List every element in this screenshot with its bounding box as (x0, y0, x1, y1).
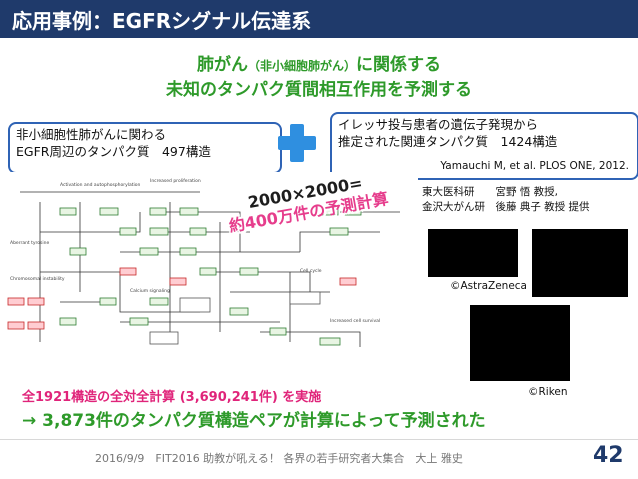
title-bar: 応用事例：EGFRシグナル伝達系 (0, 0, 638, 38)
right-info-box: イレッサ投与患者の遺伝子発現から 推定された関連タンパク質 1424構造 Yam… (330, 112, 638, 180)
reference: Yamauchi M, et al. PLOS ONE, 2012. (440, 160, 629, 172)
heading-line1-main: 肺がん (196, 55, 248, 75)
right-box-line2: 推定された関連タンパク質 1424構造 (338, 134, 558, 149)
page-number: 42 (593, 443, 624, 468)
slide-title: 応用事例：EGFRシグナル伝達系 (12, 9, 312, 33)
svg-text:Cell cycle: Cell cycle (300, 268, 322, 274)
caption-astrazeneca: ©AstraZeneca (450, 280, 527, 292)
heading-line1-end: に関係する (356, 55, 441, 75)
svg-text:Increased cell survival: Increased cell survival (330, 318, 380, 324)
footer-divider (0, 439, 638, 440)
result-note-line1: 全1921構造の全対全計算 (3,690,241件) を実施 (22, 390, 322, 405)
right-box-line1: イレッサ投与患者の遺伝子発現から (338, 117, 539, 132)
heading-line2: 未知のタンパク質間相互作用を予測する (166, 80, 472, 100)
heading-line1: 肺がん（非小細胞肺がん）に関係する (0, 50, 638, 75)
credit-line1: 東大医科研 宮野 悟 教授, (422, 186, 559, 198)
footer-text: 2016/9/9 FIT2016 助教が吼える！ 各界の若手研究者大集合 大上 … (95, 452, 463, 465)
left-box-line1: 非小細胞性肺がんに関わる (16, 127, 167, 142)
heading-line1-small: （非小細胞肺がん） (247, 59, 356, 73)
image-placeholder-2 (532, 229, 628, 297)
credit-line2: 金沢大がん研 後藤 典子 教授 提供 (422, 201, 590, 213)
svg-text:Apoptosis: Apoptosis (250, 214, 273, 220)
left-box-line2: EGFR周辺のタンパク質 497構造 (16, 144, 211, 159)
svg-text:Aberrant tyrosine: Aberrant tyrosine (10, 240, 50, 246)
svg-text:Calcium signaling: Calcium signaling (130, 288, 170, 294)
image-placeholder-1 (428, 229, 518, 277)
svg-text:Chromosomal instability: Chromosomal instability (10, 276, 65, 282)
egfr-pathway-diagram: Activation and autophosphorylation Incre… (0, 172, 418, 356)
plus-icon (278, 124, 316, 162)
result-note-line2: → 3,873件のタンパク質構造ペアが計算によって予測された (22, 411, 486, 431)
caption-riken: ©Riken (528, 386, 568, 398)
svg-text:Increased proliferation: Increased proliferation (150, 178, 201, 184)
left-info-box: 非小細胞性肺がんに関わる EGFR周辺のタンパク質 497構造 (8, 122, 282, 174)
svg-text:Activation and autophosphoryla: Activation and autophosphorylation (60, 182, 141, 188)
credit-text: 東大医科研 宮野 悟 教授, 金沢大がん研 後藤 典子 教授 提供 (422, 185, 590, 215)
image-placeholder-3 (470, 305, 570, 381)
